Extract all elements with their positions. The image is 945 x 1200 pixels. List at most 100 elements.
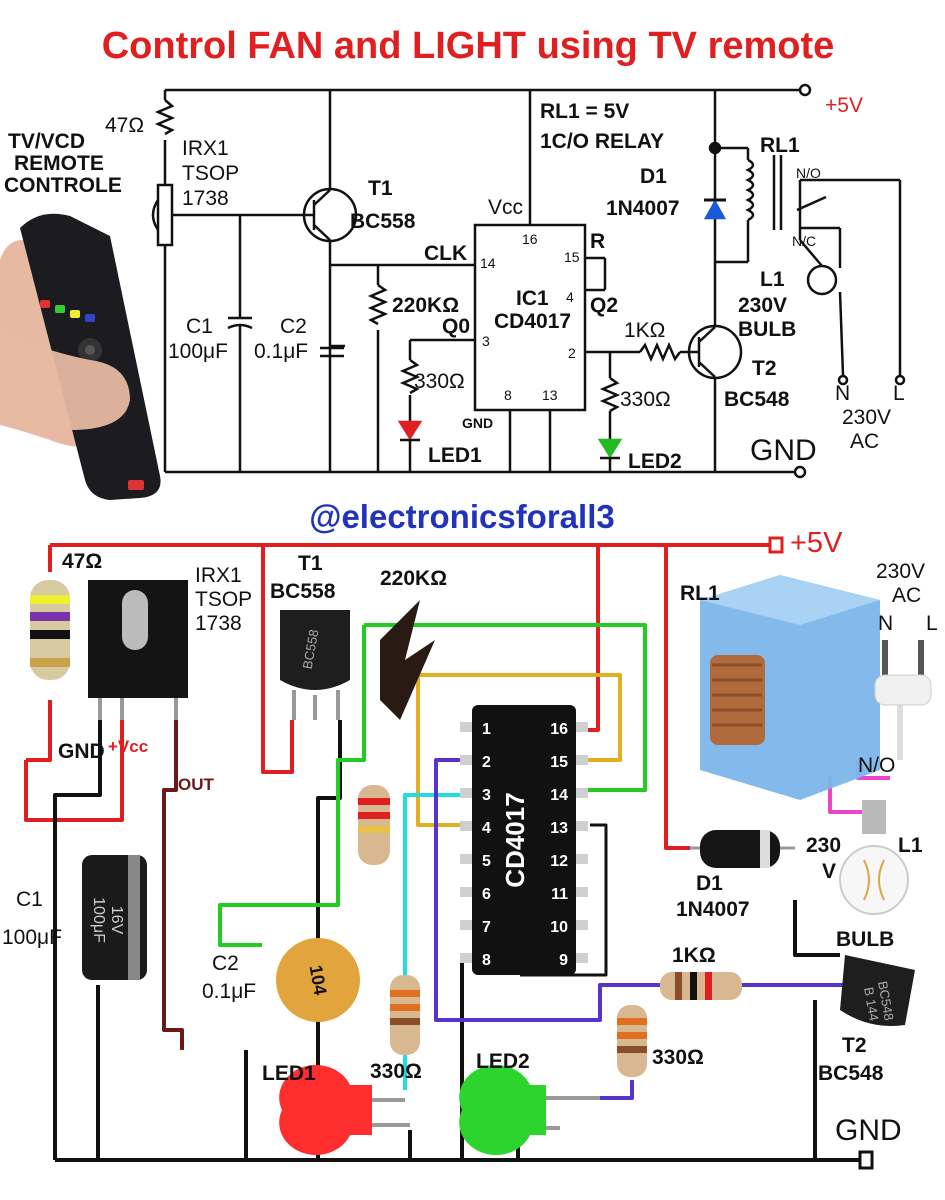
d1-part: 1N4007 bbox=[606, 197, 680, 220]
bb-c1-label: C1 bbox=[16, 888, 43, 911]
irx-label-3: 1738 bbox=[182, 187, 229, 210]
led2-label: LED2 bbox=[628, 450, 682, 473]
led2-symbol bbox=[597, 438, 623, 459]
bb-t2-part: BC548 bbox=[818, 1062, 884, 1085]
resistor-47 bbox=[154, 99, 176, 136]
chip-pin-label-left: 4 bbox=[482, 820, 491, 837]
l1-voltage: 230V bbox=[738, 294, 787, 317]
lamp-symbol bbox=[806, 264, 838, 296]
chip-pin-label-right: 14 bbox=[550, 787, 568, 804]
chip-pin-label-left: 8 bbox=[482, 952, 491, 969]
chip-pin-label-right: 11 bbox=[551, 886, 568, 903]
l1-bulb: BULB bbox=[738, 318, 796, 341]
bb-gnd-label: GND bbox=[835, 1114, 902, 1147]
bb-irx-label-2: TSOP bbox=[195, 588, 252, 611]
led1-label: LED1 bbox=[428, 444, 482, 467]
schematic-labels: TV/VCD REMOTE CONTROLE 47Ω IRX1 TSOP 173… bbox=[4, 94, 905, 473]
resistor-330-a bbox=[399, 358, 421, 395]
schematic bbox=[151, 83, 906, 479]
bb-bulb-v-1: 230 bbox=[806, 834, 841, 857]
mains-plug bbox=[874, 640, 932, 706]
l-label: L bbox=[893, 382, 905, 405]
relay-spec-2: 1C/O RELAY bbox=[540, 130, 664, 153]
t2-label: T2 bbox=[752, 357, 777, 380]
c2-value: 0.1μF bbox=[254, 340, 308, 363]
resistor-330b-photo bbox=[617, 1005, 647, 1077]
ac-label-1: 230V bbox=[842, 406, 891, 429]
chip-pin-pad-right bbox=[576, 920, 588, 930]
gnd-label: GND bbox=[750, 434, 817, 467]
chip-pin-pad-right bbox=[576, 887, 588, 897]
t1-label: T1 bbox=[368, 177, 393, 200]
pin13-label: 13 bbox=[542, 387, 558, 403]
bb-led2-label: LED2 bbox=[476, 1050, 530, 1073]
c1-body-line1: 16V bbox=[108, 906, 125, 935]
bb-gnd-pin-label: GND bbox=[58, 740, 105, 763]
chip-name: CD4017 bbox=[500, 792, 530, 887]
chip-pin-label-left: 6 bbox=[482, 886, 491, 903]
bb-t1-part: BC558 bbox=[270, 580, 336, 603]
relay-photo bbox=[700, 575, 880, 800]
chip-pin-pad-left bbox=[460, 887, 472, 897]
pin2-label: 2 bbox=[568, 345, 576, 361]
resistor-47-photo bbox=[30, 580, 70, 680]
bb-r1k-label: 1KΩ bbox=[672, 944, 716, 967]
chip-pin-pad-left bbox=[460, 755, 472, 765]
r330b-label: 330Ω bbox=[620, 388, 671, 411]
chip-pin-pad-right bbox=[576, 854, 588, 864]
t2-body-line1: BC548 bbox=[875, 980, 897, 1022]
vcc-terminal bbox=[798, 83, 812, 97]
bb-plus5v-label: +5V bbox=[790, 527, 843, 559]
no-label: N/O bbox=[796, 165, 821, 181]
bb-r330a-label: 330Ω bbox=[370, 1060, 422, 1083]
chip-pin-label-right: 10 bbox=[550, 919, 568, 936]
q2-label: Q2 bbox=[590, 294, 618, 317]
irx-label-2: TSOP bbox=[182, 162, 239, 185]
bb-c2-label: C2 bbox=[212, 952, 239, 975]
chip-pin-pad-left bbox=[460, 953, 472, 963]
resistor-330a-photo bbox=[390, 975, 420, 1055]
c1-value: 100μF bbox=[168, 340, 228, 363]
handle-text: @electronicsforall3 bbox=[309, 498, 614, 535]
bb-l1-label: L1 bbox=[898, 834, 923, 857]
r330a-label: 330Ω bbox=[414, 370, 465, 393]
t1-part: BC558 bbox=[350, 210, 416, 233]
pin15-label: 15 bbox=[564, 249, 580, 265]
plus5v-label: +5V bbox=[825, 94, 863, 117]
chip-pin-pad-left bbox=[460, 854, 472, 864]
bb-r47-label: 47Ω bbox=[62, 550, 102, 573]
irx-label-1: IRX1 bbox=[182, 137, 229, 160]
chip-pin-pad-right bbox=[576, 953, 588, 963]
c2-label: C2 bbox=[280, 315, 307, 338]
ir-receiver-photo bbox=[88, 580, 188, 720]
chip-pin-label-right: 9 bbox=[559, 952, 568, 969]
chip-pin-pad-left bbox=[460, 722, 472, 732]
c1-label: C1 bbox=[186, 315, 213, 338]
vcc-label: Vcc bbox=[488, 196, 523, 219]
clk-label: CLK bbox=[424, 242, 467, 265]
c1-capacitor-photo: 16V 100μF bbox=[82, 855, 147, 980]
bb-out-pin-label: OUT bbox=[178, 775, 215, 794]
t1-transistor-photo: BC558 bbox=[280, 610, 350, 720]
ac-label-2: AC bbox=[850, 430, 879, 453]
bb-irx-label-1: IRX1 bbox=[195, 564, 242, 587]
bb-bulb-label: BULB bbox=[836, 928, 894, 951]
l1-label: L1 bbox=[760, 268, 785, 291]
remote-control-image bbox=[0, 213, 161, 500]
chip-pin-label-left: 5 bbox=[482, 853, 491, 870]
gnd-terminal bbox=[793, 465, 807, 479]
pin14-label: 14 bbox=[480, 255, 496, 271]
gnd-pin-label: GND bbox=[462, 415, 493, 431]
remote-label-2: REMOTE bbox=[14, 152, 104, 175]
pin16-label: 16 bbox=[522, 231, 538, 247]
relay-spec-1: RL1 = 5V bbox=[540, 100, 629, 123]
n-label: N bbox=[835, 382, 850, 405]
bb-no-label: N/O bbox=[858, 754, 895, 777]
remote-label-1: TV/VCD bbox=[8, 130, 85, 153]
relay-coil bbox=[745, 158, 755, 222]
d1-diode-symbol bbox=[703, 199, 727, 220]
bb-d1-part: 1N4007 bbox=[676, 898, 750, 921]
led1-photo bbox=[279, 1065, 410, 1155]
c2-capacitor-photo: 104 bbox=[276, 938, 360, 1022]
